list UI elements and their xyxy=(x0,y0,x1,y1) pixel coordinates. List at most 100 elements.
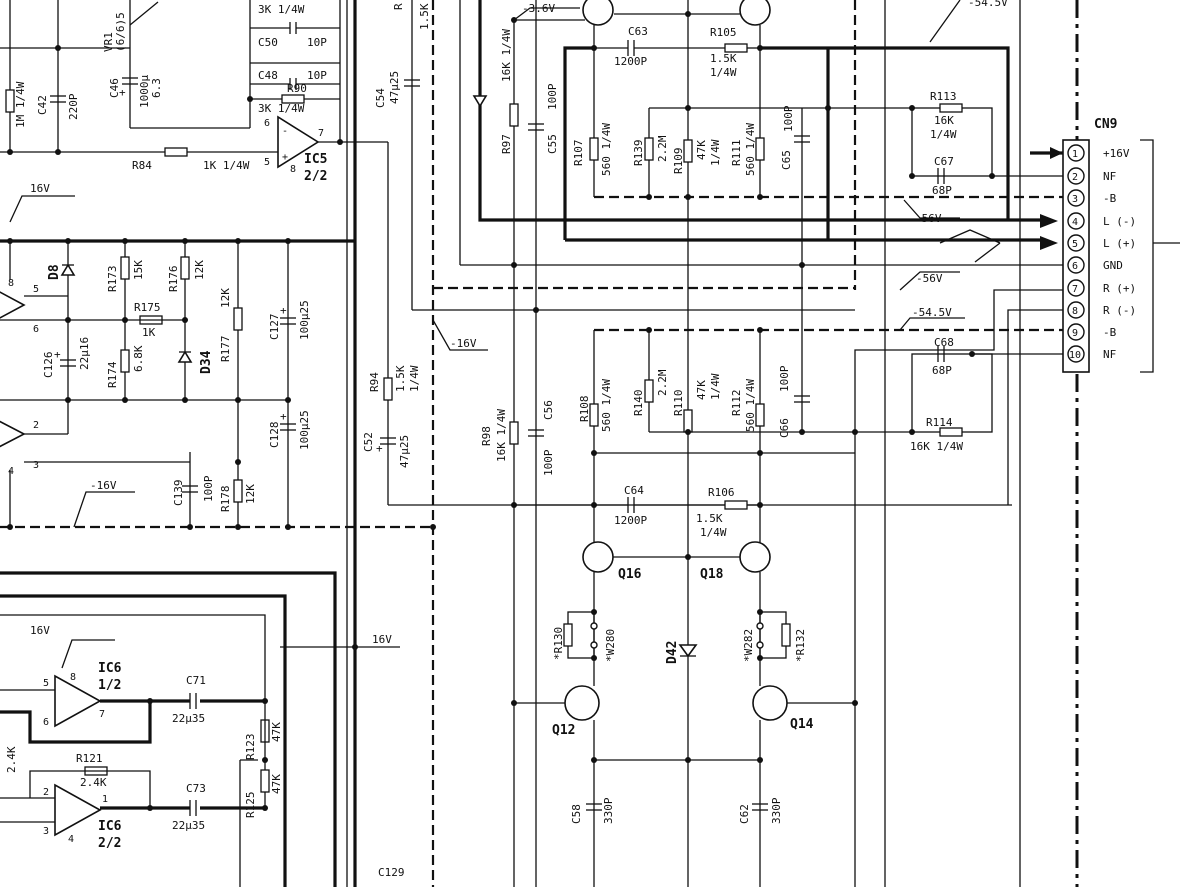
bold-wire-a xyxy=(0,571,337,887)
svg-text:3: 3 xyxy=(33,460,39,471)
svg-text:9: 9 xyxy=(1072,328,1078,339)
svg-text:7: 7 xyxy=(318,128,324,139)
c48-label: C48 xyxy=(258,69,278,82)
r132-resistor xyxy=(781,623,791,647)
rail-neg56v-b: -56V xyxy=(916,272,943,285)
c56-label: C56 xyxy=(542,400,555,420)
r84-label: R84 xyxy=(132,159,152,172)
c128-value: 100μ25 xyxy=(298,410,311,450)
c58-value: 330P xyxy=(602,797,615,824)
r97-value: 16K 1/4W xyxy=(500,29,513,82)
cn9-pin-3: 3 -B xyxy=(1067,189,1117,207)
r173-label: R173 xyxy=(106,266,119,293)
r140-resistor xyxy=(644,379,654,403)
c50-label: C50 xyxy=(258,36,278,49)
r110-value: 47K xyxy=(695,380,708,400)
r174-label: R174 xyxy=(106,361,119,388)
ic6a-unit: 1/2 xyxy=(98,678,121,693)
svg-text:8: 8 xyxy=(8,278,14,289)
svg-text:L (+): L (+) xyxy=(1103,237,1136,250)
c63-value: 1200P xyxy=(614,55,647,68)
cn9-pin-10: 10 NF xyxy=(1067,345,1116,363)
arrow-pin5 xyxy=(1040,236,1058,250)
svg-text:2: 2 xyxy=(43,787,49,798)
r97-resistor xyxy=(509,103,519,127)
r106-value: 1.5K xyxy=(696,512,723,525)
r139-value: 2.2M xyxy=(656,135,669,162)
r-3k-top-label: 3K 1/4W xyxy=(258,3,305,16)
ic5-unit: 2/2 xyxy=(304,169,327,184)
c56-value: 100P xyxy=(542,449,555,476)
ic6a-name: IC6 xyxy=(98,661,122,676)
q12-transistor xyxy=(564,685,600,721)
r-2-4k-left-label: 2.4K xyxy=(5,746,18,773)
svg-text:10: 10 xyxy=(1069,350,1081,361)
svg-text:5: 5 xyxy=(1072,239,1078,250)
r-1m-label: 1M 1/4W xyxy=(14,81,27,128)
rail-neg3-6v: -3.6V xyxy=(522,2,555,15)
c71-value: 22μ35 xyxy=(172,712,205,725)
r105-label: R105 xyxy=(710,26,737,39)
neg54-5v-leader-top xyxy=(929,0,961,43)
d42-label: D42 xyxy=(665,641,680,664)
r132-label: *R132 xyxy=(794,629,807,662)
center-lower: -56V -54.5V R108 560 1/4W R140 2.2M R110… xyxy=(480,265,1063,887)
r111-value: 560 1/4W xyxy=(744,123,757,176)
r174-resistor xyxy=(120,349,130,373)
r113-power: 1/4W xyxy=(930,128,957,141)
c64-value: 1200P xyxy=(614,514,647,527)
svg-text:+: + xyxy=(282,152,288,163)
svg-text:3: 3 xyxy=(43,826,49,837)
r176-value: 12K xyxy=(193,260,206,280)
c55-value: 100P xyxy=(546,83,559,110)
r113-value: 16K xyxy=(934,114,954,127)
svg-text:-B: -B xyxy=(1103,192,1117,205)
r105-resistor xyxy=(724,43,748,53)
c139-value: 100P xyxy=(202,475,215,502)
16v-leader-a xyxy=(9,195,75,223)
cn9-pin-1: 1 +16V xyxy=(1067,144,1130,162)
ic6a-opamp xyxy=(54,674,102,728)
r113-label: R113 xyxy=(930,90,957,103)
svg-text:5: 5 xyxy=(43,678,49,689)
cn9-pin-7: 7 R (+) xyxy=(1067,279,1136,297)
r94-value: 1.5K xyxy=(394,365,407,392)
svg-text:1: 1 xyxy=(102,794,108,805)
r109-resistor xyxy=(683,139,693,163)
svg-text:8: 8 xyxy=(290,164,296,175)
c73-value: 22μ35 xyxy=(172,819,205,832)
c139-label: C139 xyxy=(172,480,185,507)
r178-label: R178 xyxy=(219,486,232,513)
svg-text:GND: GND xyxy=(1103,259,1123,272)
svg-text:1: 1 xyxy=(1072,149,1078,160)
opamp-left-2 xyxy=(0,420,26,448)
c46-voltage: 6.3 xyxy=(150,78,163,98)
c73-label: C73 xyxy=(186,782,206,795)
ic6b-opamp xyxy=(54,783,102,837)
middle-column: R 1.5K C54 47μ25 -16V R94 1.5K 1/4W + C5… xyxy=(362,0,1012,506)
r106-label: R106 xyxy=(708,486,735,499)
wire-c xyxy=(0,614,266,700)
r97-label: R97 xyxy=(500,134,513,154)
r108-value: 560 1/4W xyxy=(600,379,613,432)
r112-label: R112 xyxy=(730,390,743,417)
svg-text:+: + xyxy=(54,348,61,361)
r98-label: R98 xyxy=(480,426,493,446)
r114-label: R114 xyxy=(926,416,953,429)
r125-label: R125 xyxy=(244,792,257,819)
junction-dots xyxy=(7,11,995,811)
svg-text:+: + xyxy=(376,442,383,455)
r94-power: 1/4W xyxy=(408,365,421,392)
c50-value: 10P xyxy=(307,36,327,49)
left-top-section: 1M 1/4W C42 220P VR1 (6/6)5 + C46 1000μ … xyxy=(0,0,389,505)
svg-text:8: 8 xyxy=(70,672,76,683)
c64-label: C64 xyxy=(624,484,644,497)
r112-resistor xyxy=(755,403,765,427)
c54-label: C54 xyxy=(374,88,387,108)
q12-label: Q12 xyxy=(552,723,575,738)
ic6b-name: IC6 xyxy=(98,819,122,834)
svg-text:5: 5 xyxy=(264,157,270,168)
w282-label: *W282 xyxy=(742,629,755,662)
r130-label: *R130 xyxy=(552,627,565,660)
